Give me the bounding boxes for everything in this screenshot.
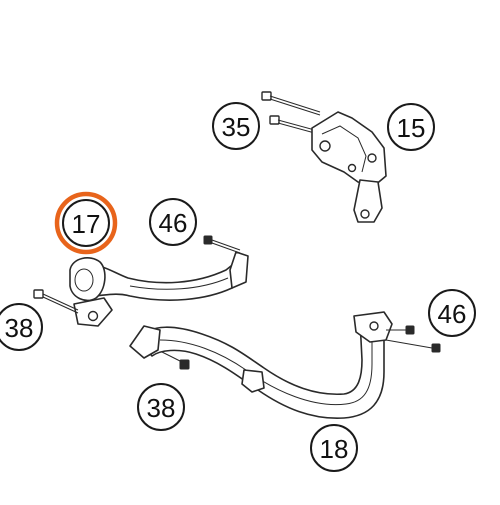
upper-bracket-assembly (261, 91, 387, 223)
bolt-38-left (33, 289, 79, 314)
bolt-38-bottom (161, 351, 190, 370)
callout-18[interactable]: 18 (310, 424, 358, 472)
callout-label: 46 (159, 208, 188, 238)
callout-15[interactable]: 15 (387, 103, 435, 151)
exhaust-pipe-front (33, 235, 249, 327)
pipe-body-17 (83, 261, 247, 301)
callout-46-right[interactable]: 46 (428, 289, 476, 337)
exhaust-pipe-rear (129, 311, 441, 419)
callout-label: 46 (438, 299, 467, 329)
callout-38-left[interactable]: 38 (0, 303, 43, 351)
callout-35[interactable]: 35 (212, 102, 260, 150)
bolt-46-right (385, 325, 441, 353)
callout-46-left[interactable]: 46 (149, 198, 197, 246)
callout-label: 35 (222, 112, 251, 142)
pipe-flange-18 (129, 325, 161, 359)
pipe-flange-17 (229, 251, 249, 289)
callout-label: 38 (5, 313, 34, 343)
callout-38-bottom[interactable]: 38 (137, 383, 185, 431)
pipe-elbow-17 (69, 257, 106, 302)
pipe-fitting-18 (241, 369, 265, 393)
callout-label: 18 (320, 434, 349, 464)
callout-label: 17 (72, 209, 101, 239)
bracket-arm (353, 179, 383, 223)
callout-label: 15 (397, 113, 426, 143)
bolt-upper-1 (261, 91, 321, 116)
callout-label: 38 (147, 393, 176, 423)
bolt-46-left (203, 235, 241, 254)
highlight-ring (54, 191, 118, 255)
callout-17[interactable]: 17 (54, 191, 118, 255)
